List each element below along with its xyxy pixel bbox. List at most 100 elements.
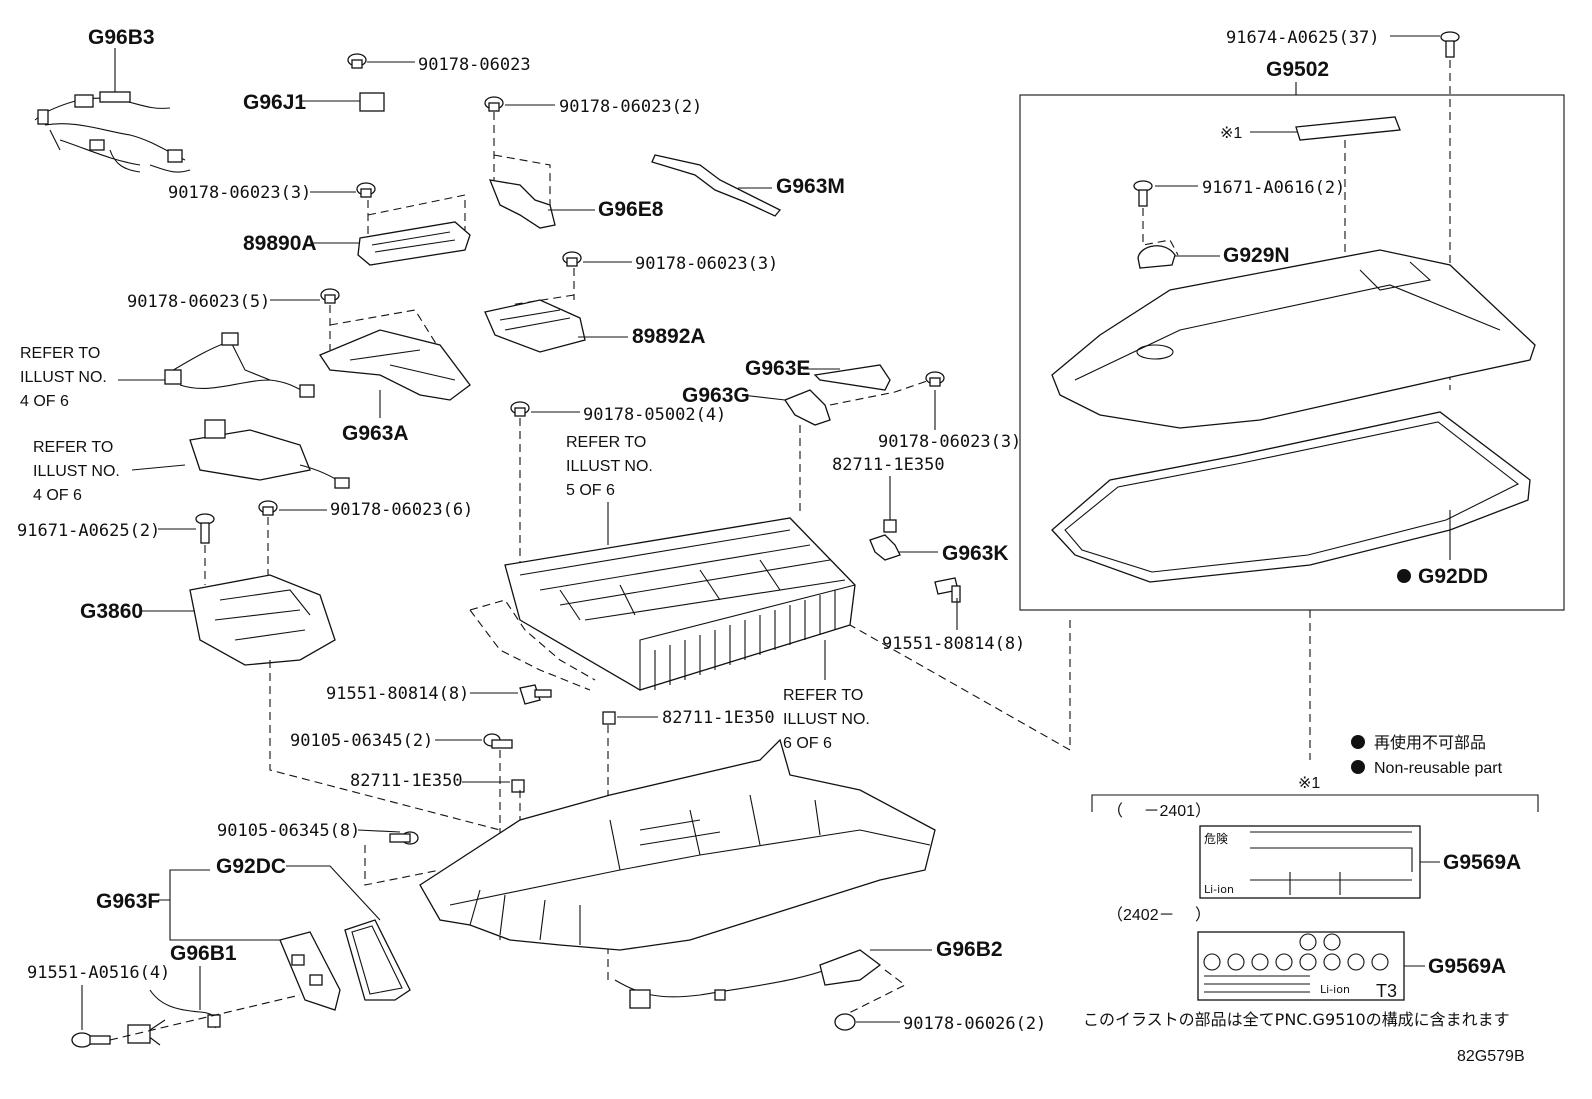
bolt-icon <box>483 733 513 749</box>
nut-icon <box>925 371 945 387</box>
refer-note-2: REFER TO ILLUST NO. 4 OF 6 <box>33 439 120 504</box>
label-91674-a0625-37: 91674-A0625(37) <box>1226 28 1380 48</box>
nut-icon <box>562 251 582 267</box>
label-g9569a-2: G9569A <box>1428 955 1506 978</box>
svg-text:Li-ion: Li-ion <box>1204 883 1234 896</box>
relay-block-ref2[interactable] <box>189 419 350 489</box>
label-g92dd: G92DD <box>1418 565 1488 588</box>
svg-text:ILLUST NO.: ILLUST NO. <box>33 463 120 480</box>
nut-icon <box>347 53 367 69</box>
gasket-g92dd[interactable] <box>1051 411 1531 583</box>
label-90105-06345-8: 90105-06345(8) <box>217 821 360 841</box>
note-mark-2: ※1 <box>1298 775 1320 792</box>
label-g9502: G9502 <box>1266 58 1329 81</box>
label-g963g: G963G <box>682 384 750 407</box>
label-g3860: G3860 <box>80 600 143 623</box>
caution-label-1[interactable]: 危険 Li-ion <box>1199 825 1421 899</box>
non-reusable-dot-icon <box>1397 569 1411 583</box>
cover-assembly-box <box>1019 94 1565 611</box>
diagram-id: 82G579B <box>1457 1048 1525 1065</box>
label-g963m: G963M <box>776 175 845 198</box>
footer-note-jp: このイラストの部品は全てPNC.G9510の構成に含まれます <box>1083 1010 1510 1029</box>
wire-harness-g96b2[interactable] <box>614 949 882 1009</box>
legend-jp: 再使用不可部品 <box>1374 733 1486 752</box>
label-90178-06023-2: 90178-06023(2) <box>559 97 702 117</box>
note-mark-1: ※1 <box>1220 125 1242 142</box>
label-90178-06023-3: 90178-06023(3) <box>168 183 311 203</box>
nut-icon <box>510 401 530 417</box>
label-g963e: G963E <box>745 357 810 380</box>
label-91551-80814-8a: 91551-80814(8) <box>882 634 1025 654</box>
battery-tray[interactable] <box>419 738 936 951</box>
label-91551-80814-8b: 91551-80814(8) <box>326 684 469 704</box>
bolt-icon <box>71 1032 111 1048</box>
svg-text:ILLUST NO.: ILLUST NO. <box>566 458 653 475</box>
bracket-g963k[interactable] <box>869 534 901 561</box>
svg-text:4 OF 6: 4 OF 6 <box>20 393 69 410</box>
bracket-g963e[interactable] <box>813 364 891 391</box>
bracket-g963a[interactable] <box>319 329 471 401</box>
clip-icon <box>602 711 616 725</box>
gasket-g92dc[interactable] <box>344 919 411 1001</box>
label-sticker[interactable] <box>1295 116 1401 141</box>
svg-text:5 OF 6: 5 OF 6 <box>566 482 615 499</box>
wire-harness-g96b3[interactable] <box>34 91 191 173</box>
bolt-icon <box>1440 31 1460 58</box>
battery-module-stack[interactable] <box>504 517 856 691</box>
caution-label-2[interactable]: Li-ion T3 <box>1197 931 1405 1001</box>
label-82711-1e350-c: 82711-1E350 <box>350 771 463 791</box>
non-reusable-dot-icon <box>1351 735 1365 749</box>
bracket-g963f[interactable] <box>279 931 341 1011</box>
ecu-89892a[interactable] <box>484 299 586 353</box>
nut-icon <box>258 500 278 516</box>
bracket-g96e8[interactable] <box>488 179 556 229</box>
nut-icon <box>320 288 340 304</box>
label-90178-06023-5: 90178-06023(5) <box>127 292 270 312</box>
legend-en: Non-reusable part <box>1374 760 1503 777</box>
svg-text:REFER TO: REFER TO <box>33 439 113 456</box>
nut-icon <box>356 182 376 198</box>
label-g96b1: G96B1 <box>170 942 237 965</box>
label-91671-a0625-2: 91671-A0625(2) <box>17 521 160 541</box>
cover-cap-g929n[interactable] <box>1137 245 1176 269</box>
svg-text:6 OF 6: 6 OF 6 <box>783 735 832 752</box>
label-g96b2: G96B2 <box>936 938 1003 961</box>
bolt-icon <box>195 513 215 544</box>
label-90178-06023-6: 90178-06023(6) <box>330 500 473 520</box>
svg-text:REFER TO: REFER TO <box>783 687 863 704</box>
label-g96e8: G96E8 <box>598 198 664 221</box>
label-90105-06345-2: 90105-06345(2) <box>290 731 433 751</box>
label-91551-a0516-4: 91551-A0516(4) <box>27 963 170 983</box>
bolt-icon <box>1133 180 1153 207</box>
svg-text:REFER TO: REFER TO <box>20 345 100 362</box>
clip-icon <box>883 519 897 533</box>
refer-note-1: REFER TO ILLUST NO. 4 OF 6 <box>20 345 107 410</box>
nut-icon <box>484 96 504 112</box>
label-82711-1e350-b: 82711-1E350 <box>662 708 775 728</box>
label-90178-06026-2: 90178-06026(2) <box>903 1014 1046 1034</box>
svg-text:REFER TO: REFER TO <box>566 434 646 451</box>
label-g96j1: G96J1 <box>243 91 306 114</box>
wire-harness-ref1[interactable] <box>164 332 315 398</box>
range-from-2402: （2402－ ） <box>1107 906 1211 924</box>
label-g96b3: G96B3 <box>88 26 155 49</box>
bracket-g963g[interactable] <box>784 389 831 426</box>
svg-text:Li-ion: Li-ion <box>1320 983 1350 996</box>
wire-harness-g96b1[interactable] <box>127 989 221 1046</box>
label-91671-a0616-2: 91671-A0616(2) <box>1202 178 1345 198</box>
svg-text:危険: 危険 <box>1204 832 1228 846</box>
ecu-89890a[interactable] <box>357 221 471 266</box>
bolt-icon <box>389 831 419 845</box>
battery-cover[interactable] <box>1051 249 1536 429</box>
svg-text:T3: T3 <box>1376 981 1397 1001</box>
label-89890a: 89890A <box>243 232 317 255</box>
bracket-g963m[interactable] <box>651 154 782 217</box>
refer-note-4: REFER TO ILLUST NO. 6 OF 6 <box>783 687 870 752</box>
label-g963k: G963K <box>942 542 1009 565</box>
label-g929n: G929N <box>1223 244 1290 267</box>
range-up-to-2401: （ －2401） <box>1107 802 1211 820</box>
junction-block-g3860[interactable] <box>189 574 336 666</box>
sensor-g96j1[interactable] <box>359 92 385 112</box>
clip-icon <box>511 779 525 793</box>
